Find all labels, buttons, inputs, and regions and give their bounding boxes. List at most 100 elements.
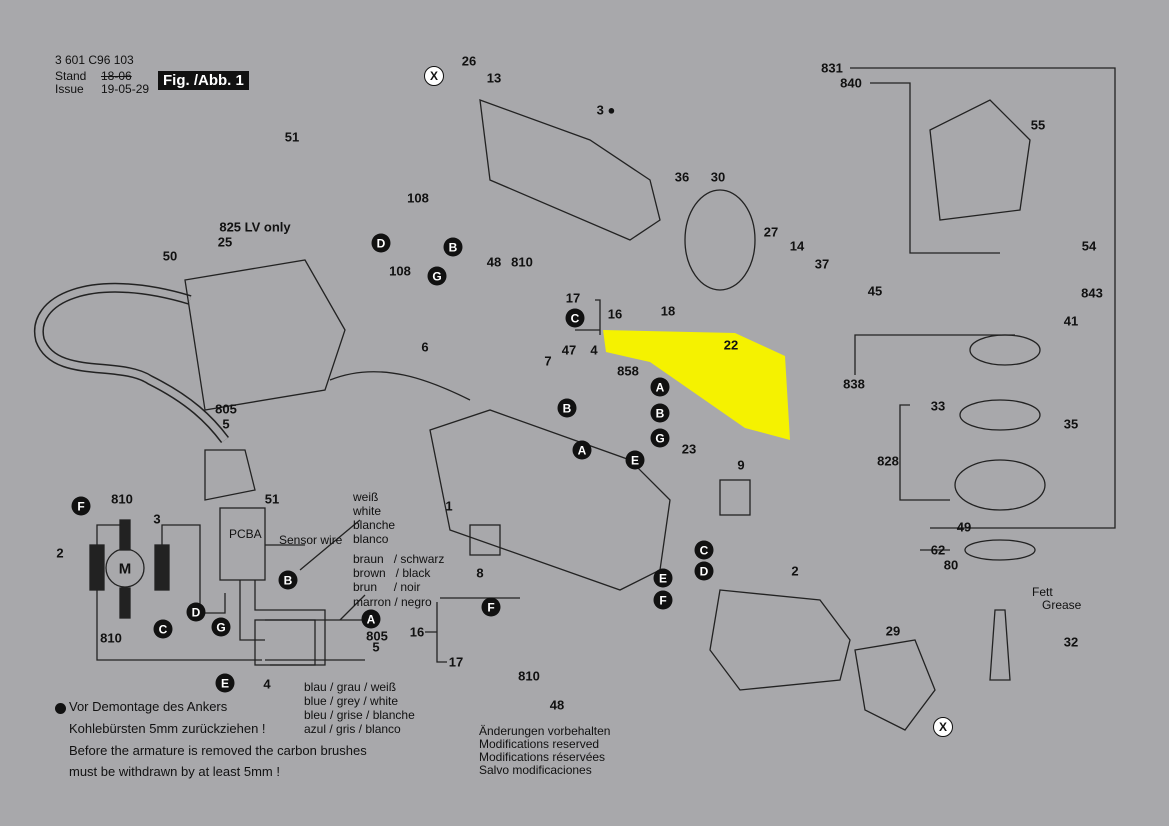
wiring-part-label: 3	[153, 511, 161, 527]
part-number-label: 33	[930, 398, 946, 414]
connector-letter-badge: E	[625, 450, 645, 470]
part-number-label: 27	[763, 224, 779, 240]
part-number-label: 9	[737, 457, 745, 473]
part-number-label: 35	[1063, 416, 1079, 432]
bullet-icon	[55, 703, 66, 714]
wiring-connector-badge: A	[361, 609, 381, 629]
part-number-label: 843	[1081, 285, 1103, 301]
part-number-label: 805	[215, 401, 237, 417]
wire-color-blue-es: azul / gris / blanco	[304, 722, 401, 736]
part-number-label: 54	[1081, 238, 1097, 254]
wiring-part-label: 810	[100, 630, 122, 646]
part-number-label: 22	[723, 337, 739, 353]
wire-color-blue-en: blue / grey / white	[304, 694, 399, 708]
wiring-part-label: 4	[263, 676, 271, 692]
part-number-label: 16	[607, 306, 623, 322]
part-number-label: 36	[674, 169, 690, 185]
part-number-label: 6	[421, 339, 429, 355]
part-number-label: 840	[840, 75, 862, 91]
wire-color-brown-en: brown / black	[353, 566, 431, 580]
grease-label: Grease	[1042, 598, 1082, 612]
connector-letter-badge: F	[481, 597, 501, 617]
wiring-connector-badge: G	[211, 617, 231, 637]
part-number-label: 5	[222, 416, 230, 432]
modifications-es: Salvo modificaciones	[479, 763, 592, 777]
gear-838	[969, 334, 1041, 366]
wire-color-blue-de: blau / grau / weiß	[304, 680, 397, 694]
issue-label: Issue	[55, 82, 84, 96]
part-number-label: 4	[590, 342, 598, 358]
stator-2	[709, 589, 851, 691]
connector-letter-badge: A	[650, 377, 670, 397]
cable-6	[329, 371, 471, 401]
motor-housing-25	[184, 259, 346, 411]
part-number-label: 25	[217, 234, 233, 250]
part-number-label: 831	[821, 60, 843, 76]
fan-30	[684, 189, 756, 291]
part-number-label: 14	[789, 238, 805, 254]
part-number-label: 17	[448, 654, 464, 670]
wiring-part-label: 5	[372, 639, 380, 655]
plug	[204, 449, 256, 501]
wire-color-brown-fr: brun / noir	[353, 580, 421, 594]
wiring-connector-badge: D	[186, 602, 206, 622]
part-number-label: 23	[681, 441, 697, 457]
connector-letter-badge: B	[650, 403, 670, 423]
part-number-label: 41	[1063, 313, 1079, 329]
part-number-label: 55	[1030, 117, 1046, 133]
pcba-label: PCBA	[229, 527, 262, 541]
label-8	[469, 524, 501, 556]
wiring-part-label: 51	[264, 491, 280, 507]
wiring-connector-badge: E	[215, 673, 235, 693]
part-number-label: 16	[409, 624, 425, 640]
part-number-label: 30	[710, 169, 726, 185]
part-number-label: 48	[549, 697, 565, 713]
sensor-wire-label: Sensor wire	[279, 533, 343, 547]
part-number-label: 13	[486, 70, 502, 86]
part-number-label: 828	[877, 453, 899, 469]
part-number-label: 18	[660, 303, 676, 319]
stand-label: Stand	[55, 69, 87, 83]
part-number-label: 62	[930, 542, 946, 558]
part-number-label: 29	[885, 623, 901, 639]
o-ring-62	[964, 539, 1036, 561]
wiring-part-label: 2	[56, 545, 64, 561]
part-number-label: 45	[867, 283, 883, 299]
wire-color-white-en: white	[353, 504, 382, 518]
connector-letter-badge: G	[427, 266, 447, 286]
motor-label: M	[118, 560, 132, 578]
part-number-label: 50	[162, 248, 178, 264]
guard-29	[854, 639, 936, 731]
part-number-label: 810	[511, 254, 533, 270]
connector-letter-badge: A	[572, 440, 592, 460]
connector-letter-badge: F	[653, 590, 673, 610]
wiring-connector-badge: C	[153, 619, 173, 639]
bearing-flange-35	[959, 399, 1041, 431]
fett-label: Fett	[1032, 585, 1053, 599]
part-number-label: 47	[561, 342, 577, 358]
figure-label: Fig. /Abb. 1	[158, 71, 249, 90]
part-number-label: 108	[407, 190, 429, 206]
part-number-label: 3 ●	[596, 102, 616, 118]
part-number-label: 825 LV only	[219, 219, 291, 235]
part-number-label: 108	[389, 263, 411, 279]
connector-letter-badge: C	[565, 308, 585, 328]
part-number-label: 858	[617, 363, 639, 379]
highlight-part-22	[603, 330, 790, 440]
housing-1	[429, 409, 671, 591]
connector-letter-badge: D	[694, 561, 714, 581]
armature-3	[479, 99, 661, 241]
note-en-line2: must be withdrawn by at least 5mm !	[69, 764, 280, 779]
part-number-label: 1	[445, 498, 453, 514]
wire-color-blue-fr: bleu / grise / blanche	[304, 708, 415, 722]
part-number-label: 17	[565, 290, 581, 306]
part-number-label: 26	[461, 53, 477, 69]
part-number-label: 8	[476, 565, 484, 581]
wire-color-white-de: weiß	[353, 490, 379, 504]
note-de-line2: Kohlebürsten 5mm zurückziehen !	[69, 721, 266, 736]
spindle-32	[989, 609, 1011, 681]
modifications-de: Änderungen vorbehalten	[479, 724, 611, 738]
part-number-label: 838	[843, 376, 865, 392]
note-en-line1: Before the armature is removed the carbo…	[69, 743, 367, 758]
